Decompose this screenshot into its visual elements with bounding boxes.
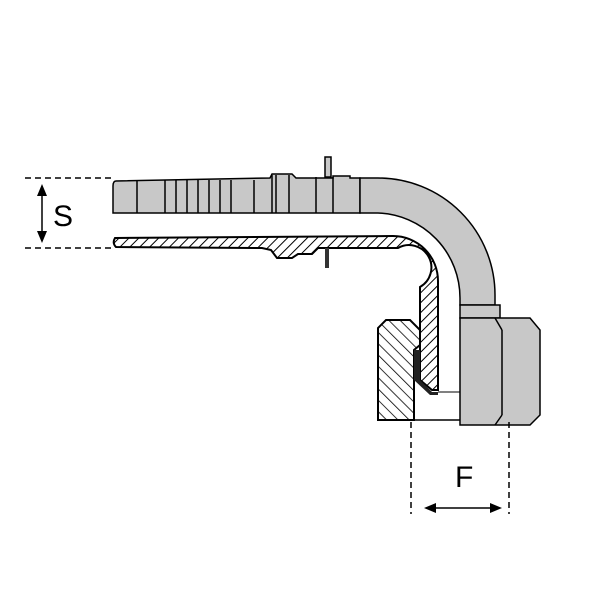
elbow-collar xyxy=(459,304,501,319)
dimension-f-label: F xyxy=(455,461,473,494)
hex-nut-exterior xyxy=(459,317,541,426)
dimension-f xyxy=(410,422,510,514)
section-wall xyxy=(112,234,439,391)
nut-section xyxy=(377,319,421,421)
stem-collar-bottom xyxy=(325,248,329,268)
fitting-stem xyxy=(112,156,361,214)
stem-collar-top xyxy=(324,156,332,178)
dimension-s-label: S xyxy=(53,200,73,233)
dimension-s xyxy=(25,177,115,249)
elbow-pipe xyxy=(359,177,496,306)
